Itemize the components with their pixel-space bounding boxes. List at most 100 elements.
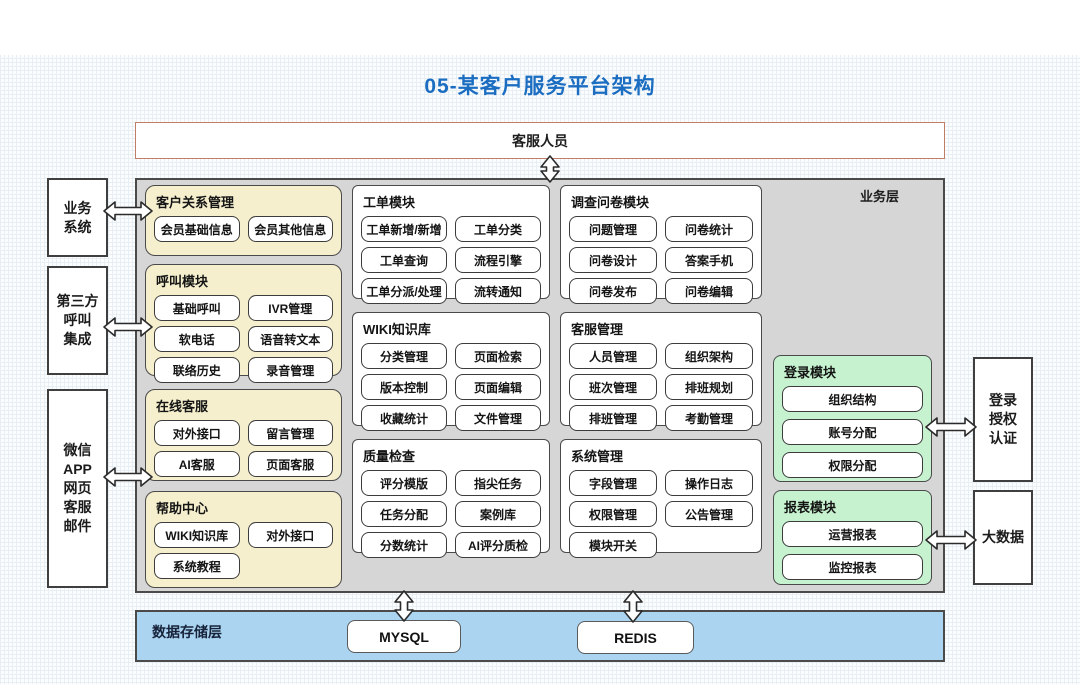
module-item: 班次管理 bbox=[569, 374, 657, 400]
module-item: 排班规划 bbox=[665, 374, 753, 400]
mysql-box: MYSQL bbox=[347, 620, 461, 653]
module-item: 语音转文本 bbox=[247, 326, 333, 352]
module-item: 工单查询 bbox=[361, 247, 447, 273]
group-help-center: 帮助中心 WIKI知识库对外接口系统教程 bbox=[145, 491, 342, 588]
group-customer-relationship: 客户关系管理 会员基础信息会员其他信息 bbox=[145, 185, 342, 256]
group-title: 调查问卷模块 bbox=[571, 195, 650, 210]
module-item: 软电话 bbox=[154, 326, 240, 352]
module-item: 排班管理 bbox=[569, 405, 657, 431]
module-item: AI评分质检 bbox=[455, 532, 541, 558]
module-item: 流程引擎 bbox=[455, 247, 541, 273]
group-wiki-knowledge: WIKI知识库 分类管理页面检索版本控制页面编辑收藏统计文件管理 bbox=[352, 312, 550, 431]
group-work-order: 工单模块 工单新增/新增工单分类工单查询流程引擎工单分派/处理流转通知 bbox=[352, 185, 550, 304]
data-storage-layer bbox=[135, 610, 945, 662]
group-title: 报表模块 bbox=[784, 500, 837, 515]
group-system-management: 系统管理 字段管理操作日志权限管理公告管理模块开关 bbox=[560, 439, 762, 558]
group-online-service: 在线客服 对外接口留言管理 AI客服页面客服 bbox=[145, 389, 342, 481]
group-title: 质量检查 bbox=[363, 449, 416, 464]
module-item: 留言管理 bbox=[247, 420, 333, 446]
module-item: 问卷设计 bbox=[569, 247, 657, 273]
module-item: 问题管理 bbox=[569, 216, 657, 242]
group-agent-management: 客服管理 人员管理组织架构班次管理排班规划排班管理考勤管理 bbox=[560, 312, 762, 431]
group-items: WIKI知识库对外接口系统教程 bbox=[146, 520, 341, 587]
node-login-auth: 登录 授权 认证 bbox=[973, 357, 1033, 482]
module-item: WIKI知识库 bbox=[154, 522, 240, 548]
module-item: 问卷统计 bbox=[665, 216, 753, 242]
page-title: 05-某客户服务平台架构 bbox=[424, 75, 656, 98]
group-items: 对外接口留言管理 AI客服页面客服 bbox=[146, 418, 341, 485]
module-item: 公告管理 bbox=[665, 501, 753, 527]
group-title: 登录模块 bbox=[784, 365, 837, 380]
node-third-party-call: 第三方 呼叫 集成 bbox=[47, 266, 108, 375]
group-items: 工单新增/新增工单分类工单查询流程引擎工单分派/处理流转通知 bbox=[353, 214, 549, 312]
group-items: 运营报表监控报表 bbox=[774, 519, 931, 588]
module-item: 问卷发布 bbox=[569, 278, 657, 304]
module-item: 人员管理 bbox=[569, 343, 657, 369]
module-item: 模块开关 bbox=[569, 532, 657, 558]
group-title: 客服管理 bbox=[571, 322, 624, 337]
module-item: 对外接口 bbox=[247, 522, 333, 548]
module-item: 操作日志 bbox=[665, 470, 753, 496]
module-item: 版本控制 bbox=[361, 374, 447, 400]
module-item: 分类管理 bbox=[361, 343, 447, 369]
module-item: 评分模版 bbox=[361, 470, 447, 496]
group-title: 客户关系管理 bbox=[156, 195, 235, 210]
node-business-system: 业务 系统 bbox=[47, 178, 108, 257]
module-item: 对外接口 bbox=[154, 420, 240, 446]
data-storage-label: 数据存储层 bbox=[152, 624, 222, 640]
module-item: 联络历史 bbox=[154, 357, 240, 383]
redis-box: REDIS bbox=[577, 621, 694, 654]
group-title: 在线客服 bbox=[156, 399, 209, 414]
customer-staff-bar: 客服人员 bbox=[135, 122, 945, 159]
module-item: 权限管理 bbox=[569, 501, 657, 527]
customer-staff-label: 客服人员 bbox=[512, 132, 568, 149]
module-item: AI客服 bbox=[154, 451, 240, 477]
group-items: 问题管理问卷统计问卷设计答案手机问卷发布问卷编辑 bbox=[561, 214, 761, 312]
module-item: 流转通知 bbox=[455, 278, 541, 304]
group-items: 组织结构账号分配权限分配 bbox=[774, 384, 931, 486]
module-item: 分数统计 bbox=[361, 532, 447, 558]
group-login-module: 登录模块 组织结构账号分配权限分配 bbox=[773, 355, 932, 482]
group-title: 工单模块 bbox=[363, 195, 416, 210]
top-white-band bbox=[0, 0, 1080, 55]
module-item: 组织结构 bbox=[782, 386, 923, 412]
bottom-white-band bbox=[0, 684, 1080, 695]
module-item: 组织架构 bbox=[665, 343, 753, 369]
module-item: 任务分配 bbox=[361, 501, 447, 527]
module-item: 账号分配 bbox=[782, 419, 923, 445]
module-item: 文件管理 bbox=[455, 405, 541, 431]
module-item: 案例库 bbox=[455, 501, 541, 527]
module-item: 工单分派/处理 bbox=[361, 278, 447, 304]
group-items: 人员管理组织架构班次管理排班规划排班管理考勤管理 bbox=[561, 341, 761, 439]
group-items: 分类管理页面检索版本控制页面编辑收藏统计文件管理 bbox=[353, 341, 549, 439]
group-survey: 调查问卷模块 问题管理问卷统计问卷设计答案手机问卷发布问卷编辑 bbox=[560, 185, 762, 304]
group-title: 帮助中心 bbox=[156, 501, 209, 516]
group-report-module: 报表模块 运营报表监控报表 bbox=[773, 490, 932, 585]
module-item: 答案手机 bbox=[665, 247, 753, 273]
group-items: 字段管理操作日志权限管理公告管理模块开关 bbox=[561, 468, 761, 566]
group-title: WIKI知识库 bbox=[363, 322, 431, 337]
module-item: 问卷编辑 bbox=[665, 278, 753, 304]
node-wechat-app-channels: 微信 APP 网页 客服 邮件 bbox=[47, 389, 108, 588]
module-item: IVR管理 bbox=[247, 295, 333, 321]
module-item: 会员基础信息 bbox=[154, 216, 240, 242]
group-title: 呼叫模块 bbox=[156, 274, 209, 289]
group-title: 系统管理 bbox=[571, 449, 624, 464]
module-item: 页面客服 bbox=[247, 451, 333, 477]
module-item: 运营报表 bbox=[782, 521, 923, 547]
module-item: 考勤管理 bbox=[665, 405, 753, 431]
module-item: 收藏统计 bbox=[361, 405, 447, 431]
module-item: 页面检索 bbox=[455, 343, 541, 369]
module-item: 权限分配 bbox=[782, 452, 923, 478]
module-item: 工单新增/新增 bbox=[361, 216, 447, 242]
module-item: 系统教程 bbox=[154, 553, 240, 579]
module-item: 字段管理 bbox=[569, 470, 657, 496]
module-item: 页面编辑 bbox=[455, 374, 541, 400]
module-item: 会员其他信息 bbox=[247, 216, 333, 242]
module-item: 录音管理 bbox=[247, 357, 333, 383]
business-layer-label: 业务层 bbox=[860, 189, 900, 204]
